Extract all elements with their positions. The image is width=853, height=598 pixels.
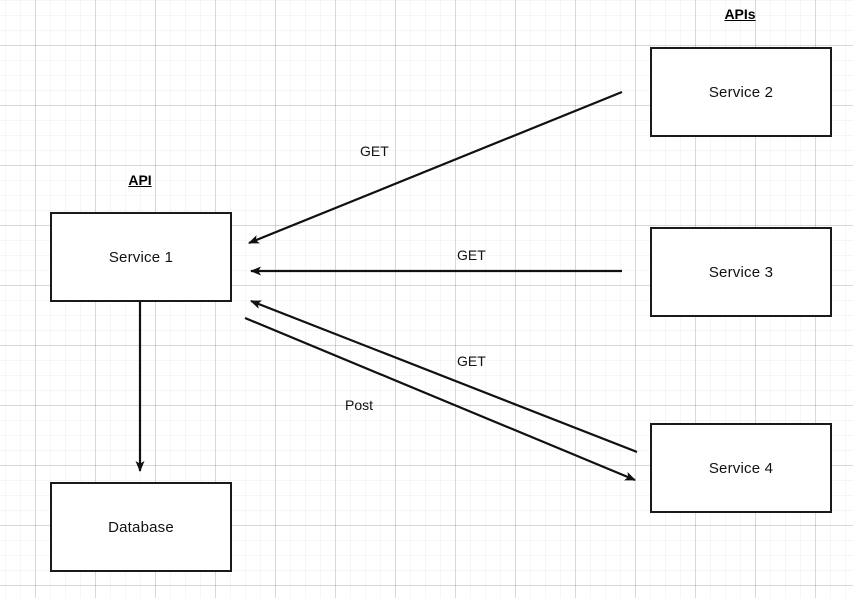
- node-database[interactable]: Database: [50, 482, 232, 572]
- edge-label-service2-to-service1: GET: [360, 143, 389, 159]
- node-service-2[interactable]: Service 2: [650, 47, 832, 137]
- edge-label-service4-to-service1: GET: [457, 353, 486, 369]
- group-title-apis: APIs: [724, 6, 756, 22]
- node-service-1[interactable]: Service 1: [50, 212, 232, 302]
- node-label-service-3: Service 3: [708, 263, 774, 281]
- node-service-4[interactable]: Service 4: [650, 423, 832, 513]
- node-label-service-4: Service 4: [708, 459, 774, 477]
- connector-service4-to-service1: [250, 299, 638, 454]
- group-title-api: API: [128, 172, 152, 188]
- edge-label-service1-to-service4: Post: [345, 397, 374, 413]
- node-label-database: Database: [108, 518, 174, 536]
- connector-service2-to-service1: [248, 90, 623, 245]
- node-service-3[interactable]: Service 3: [650, 227, 832, 317]
- edge-label-service3-to-service1: GET: [457, 247, 486, 263]
- node-label-service-2: Service 2: [708, 83, 774, 101]
- connector-service1-to-service4: [244, 316, 636, 482]
- node-label-service-1: Service 1: [108, 248, 174, 266]
